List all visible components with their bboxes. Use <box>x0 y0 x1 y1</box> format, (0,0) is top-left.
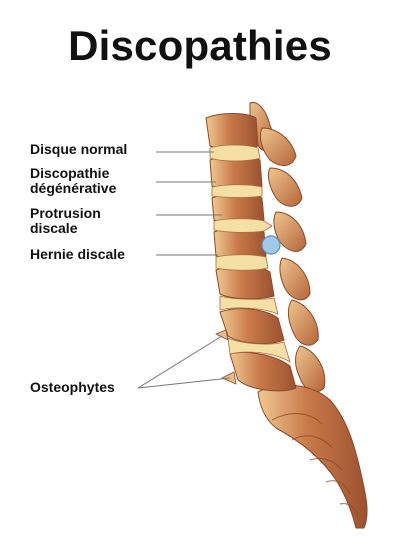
posterior-processes <box>249 101 326 393</box>
disc-normal <box>209 144 261 162</box>
label-protrusion-line1: Protrusion <box>30 205 101 221</box>
label-discopathie-line2: dégénérative <box>30 180 117 196</box>
sacral-ridges <box>271 413 359 517</box>
leader-osteophytes-lower <box>137 377 231 389</box>
vertebra-5 <box>215 265 275 300</box>
label-discopathie-line1: Discopathie <box>30 165 110 181</box>
label-hernie-discale: Hernie discale <box>30 246 125 262</box>
label-protrusion-discale: Protrusion discale <box>30 206 101 236</box>
disc-degenerative <box>211 184 263 198</box>
label-discopathie-degenerative: Discopathie dégénérative <box>30 166 116 196</box>
vertebral-bodies <box>205 113 297 392</box>
disc-protrusion <box>213 218 273 233</box>
vertebra-6 <box>219 308 285 344</box>
hernia-bulge <box>261 235 281 255</box>
disc-lower-2 <box>227 337 291 363</box>
intervertebral-discs <box>209 144 291 363</box>
disc-hernia <box>215 254 269 271</box>
vertebra-1 <box>205 113 259 150</box>
label-osteophytes: Osteophytes <box>30 379 115 395</box>
disc-lower-1 <box>219 295 279 315</box>
label-protrusion-line2: discale <box>30 220 78 236</box>
leader-lines <box>137 151 231 389</box>
leader-osteophytes-upper <box>137 335 223 389</box>
label-disque-normal: Disque normal <box>30 141 128 157</box>
vertebra-7 <box>229 352 297 392</box>
sacrum <box>257 384 368 529</box>
diagram-title: Discopathies <box>68 22 332 69</box>
